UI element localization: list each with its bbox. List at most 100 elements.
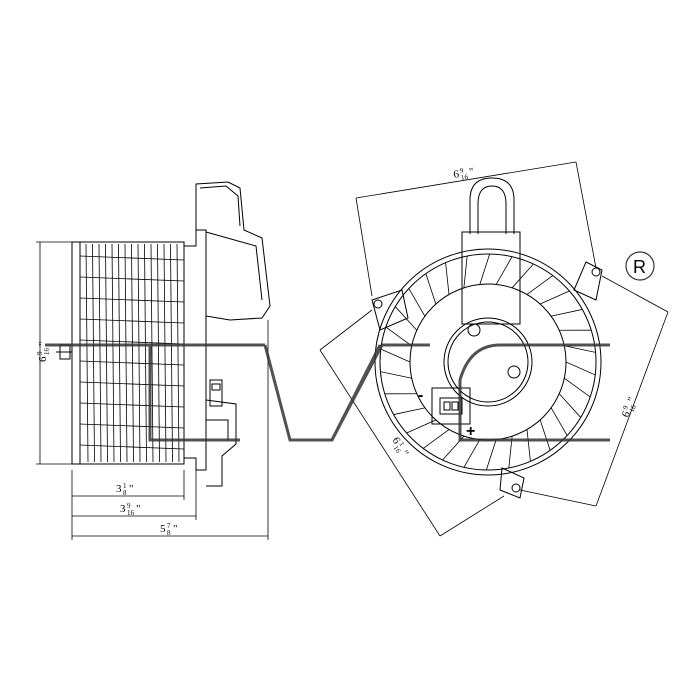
fan-spoke (406, 419, 436, 434)
front-top-dim-label: 6 9 16 " (453, 166, 475, 182)
side-view (56, 181, 271, 487)
svg-text:6: 6 (389, 435, 402, 447)
svg-text:9: 9 (127, 502, 131, 510)
motor-body (184, 229, 207, 471)
fan-spoke (526, 275, 554, 295)
svg-text:1: 1 (123, 482, 127, 490)
fan-spoke (564, 345, 596, 353)
tyc-watermark (45, 343, 610, 442)
blade-band (79, 444, 185, 450)
svg-text:": " (468, 166, 474, 179)
housing-outer-circle (374, 248, 602, 476)
blade-line (144, 243, 147, 463)
side-height-label: 6 9 16 " (36, 342, 51, 363)
svg-text:": " (398, 449, 411, 459)
blade-band (79, 255, 185, 261)
blade-band (79, 402, 185, 408)
fan-spoke (380, 348, 411, 363)
fan-spoke (479, 253, 491, 285)
fan-spoke (445, 262, 450, 295)
blade-line (163, 243, 167, 463)
blade-line (98, 243, 102, 463)
blade-band (79, 423, 185, 429)
fan-spoke (463, 255, 468, 288)
blade-line (176, 243, 180, 463)
fan-spoke (463, 439, 481, 468)
top-bracket (195, 181, 271, 321)
svg-text:": " (37, 342, 49, 347)
blade-band (79, 339, 185, 345)
mounting-ear-bottom (499, 467, 525, 499)
front-dimensions (319, 161, 669, 537)
svg-text:6: 6 (453, 168, 461, 181)
svg-text:3: 3 (120, 503, 126, 515)
fan-spoke (485, 439, 497, 471)
fan-spoke (495, 256, 513, 285)
fan-spoke (558, 393, 581, 418)
svg-text:": " (129, 483, 134, 495)
svg-text:16: 16 (392, 444, 403, 455)
top-boss (461, 231, 521, 325)
fan-spoke (551, 309, 583, 317)
fan-spoke (380, 371, 412, 379)
mounting-ear-left (371, 289, 409, 331)
front-view (371, 177, 603, 499)
connector (209, 379, 223, 407)
fan-spoke (526, 429, 531, 462)
svg-text:16: 16 (127, 509, 135, 517)
svg-text:3: 3 (116, 483, 122, 495)
side-dim-label-2: 3 9 16 " (120, 502, 141, 517)
fan-spokes (380, 253, 596, 471)
svg-text:9: 9 (621, 404, 630, 411)
svg-text:R: R (633, 257, 646, 277)
positive-terminal-label: + (466, 423, 475, 440)
fan-spoke (511, 263, 534, 289)
blade-line (137, 243, 141, 463)
svg-text:1: 1 (397, 440, 406, 448)
fan-spoke (539, 419, 551, 451)
negative-terminal-label: - (418, 387, 423, 404)
side-dim-label-1: 3 1 8 " (116, 482, 134, 497)
side-dim-label-3: 5 7 8 " (160, 522, 178, 537)
fan-spoke (564, 377, 591, 398)
blade-band (79, 297, 185, 303)
top-handle (469, 177, 515, 234)
blade-line (124, 243, 128, 463)
motor-hub (443, 317, 533, 407)
front-left-dim-label: 6 1 16 " (389, 435, 411, 459)
registered-mark: R (625, 251, 655, 281)
svg-text:": " (173, 523, 178, 535)
blade-line (85, 243, 89, 463)
svg-text:6: 6 (37, 356, 49, 362)
blade-line (131, 243, 134, 463)
fan-spoke (393, 407, 425, 415)
fan-spoke (422, 429, 450, 449)
blade-line (118, 243, 121, 463)
fan-spoke (408, 288, 426, 317)
blade-line (170, 243, 173, 463)
svg-text:16: 16 (43, 348, 51, 356)
blower-wheel-outline (71, 241, 185, 465)
blade-band (79, 381, 185, 387)
blade-line (92, 243, 95, 463)
svg-text:": " (626, 396, 639, 405)
svg-text:9: 9 (459, 166, 464, 175)
svg-text:16: 16 (460, 173, 469, 182)
lower-bracket (205, 399, 237, 487)
svg-text:": " (136, 503, 141, 515)
svg-text:7: 7 (167, 522, 171, 530)
blade-line (111, 243, 115, 463)
svg-text:8: 8 (167, 529, 171, 537)
fan-spoke (565, 361, 596, 376)
fan-spoke (540, 290, 570, 305)
blade-band (79, 276, 185, 282)
blade-line (157, 243, 160, 463)
blade-band (79, 360, 185, 366)
blower-wheel-blades (79, 243, 185, 463)
front-right-dim-label: 6 9 16 " (620, 396, 639, 420)
svg-text:16: 16 (628, 403, 638, 413)
svg-text:6: 6 (620, 409, 633, 419)
electrical-connector (431, 387, 471, 425)
blade-line (150, 243, 154, 463)
